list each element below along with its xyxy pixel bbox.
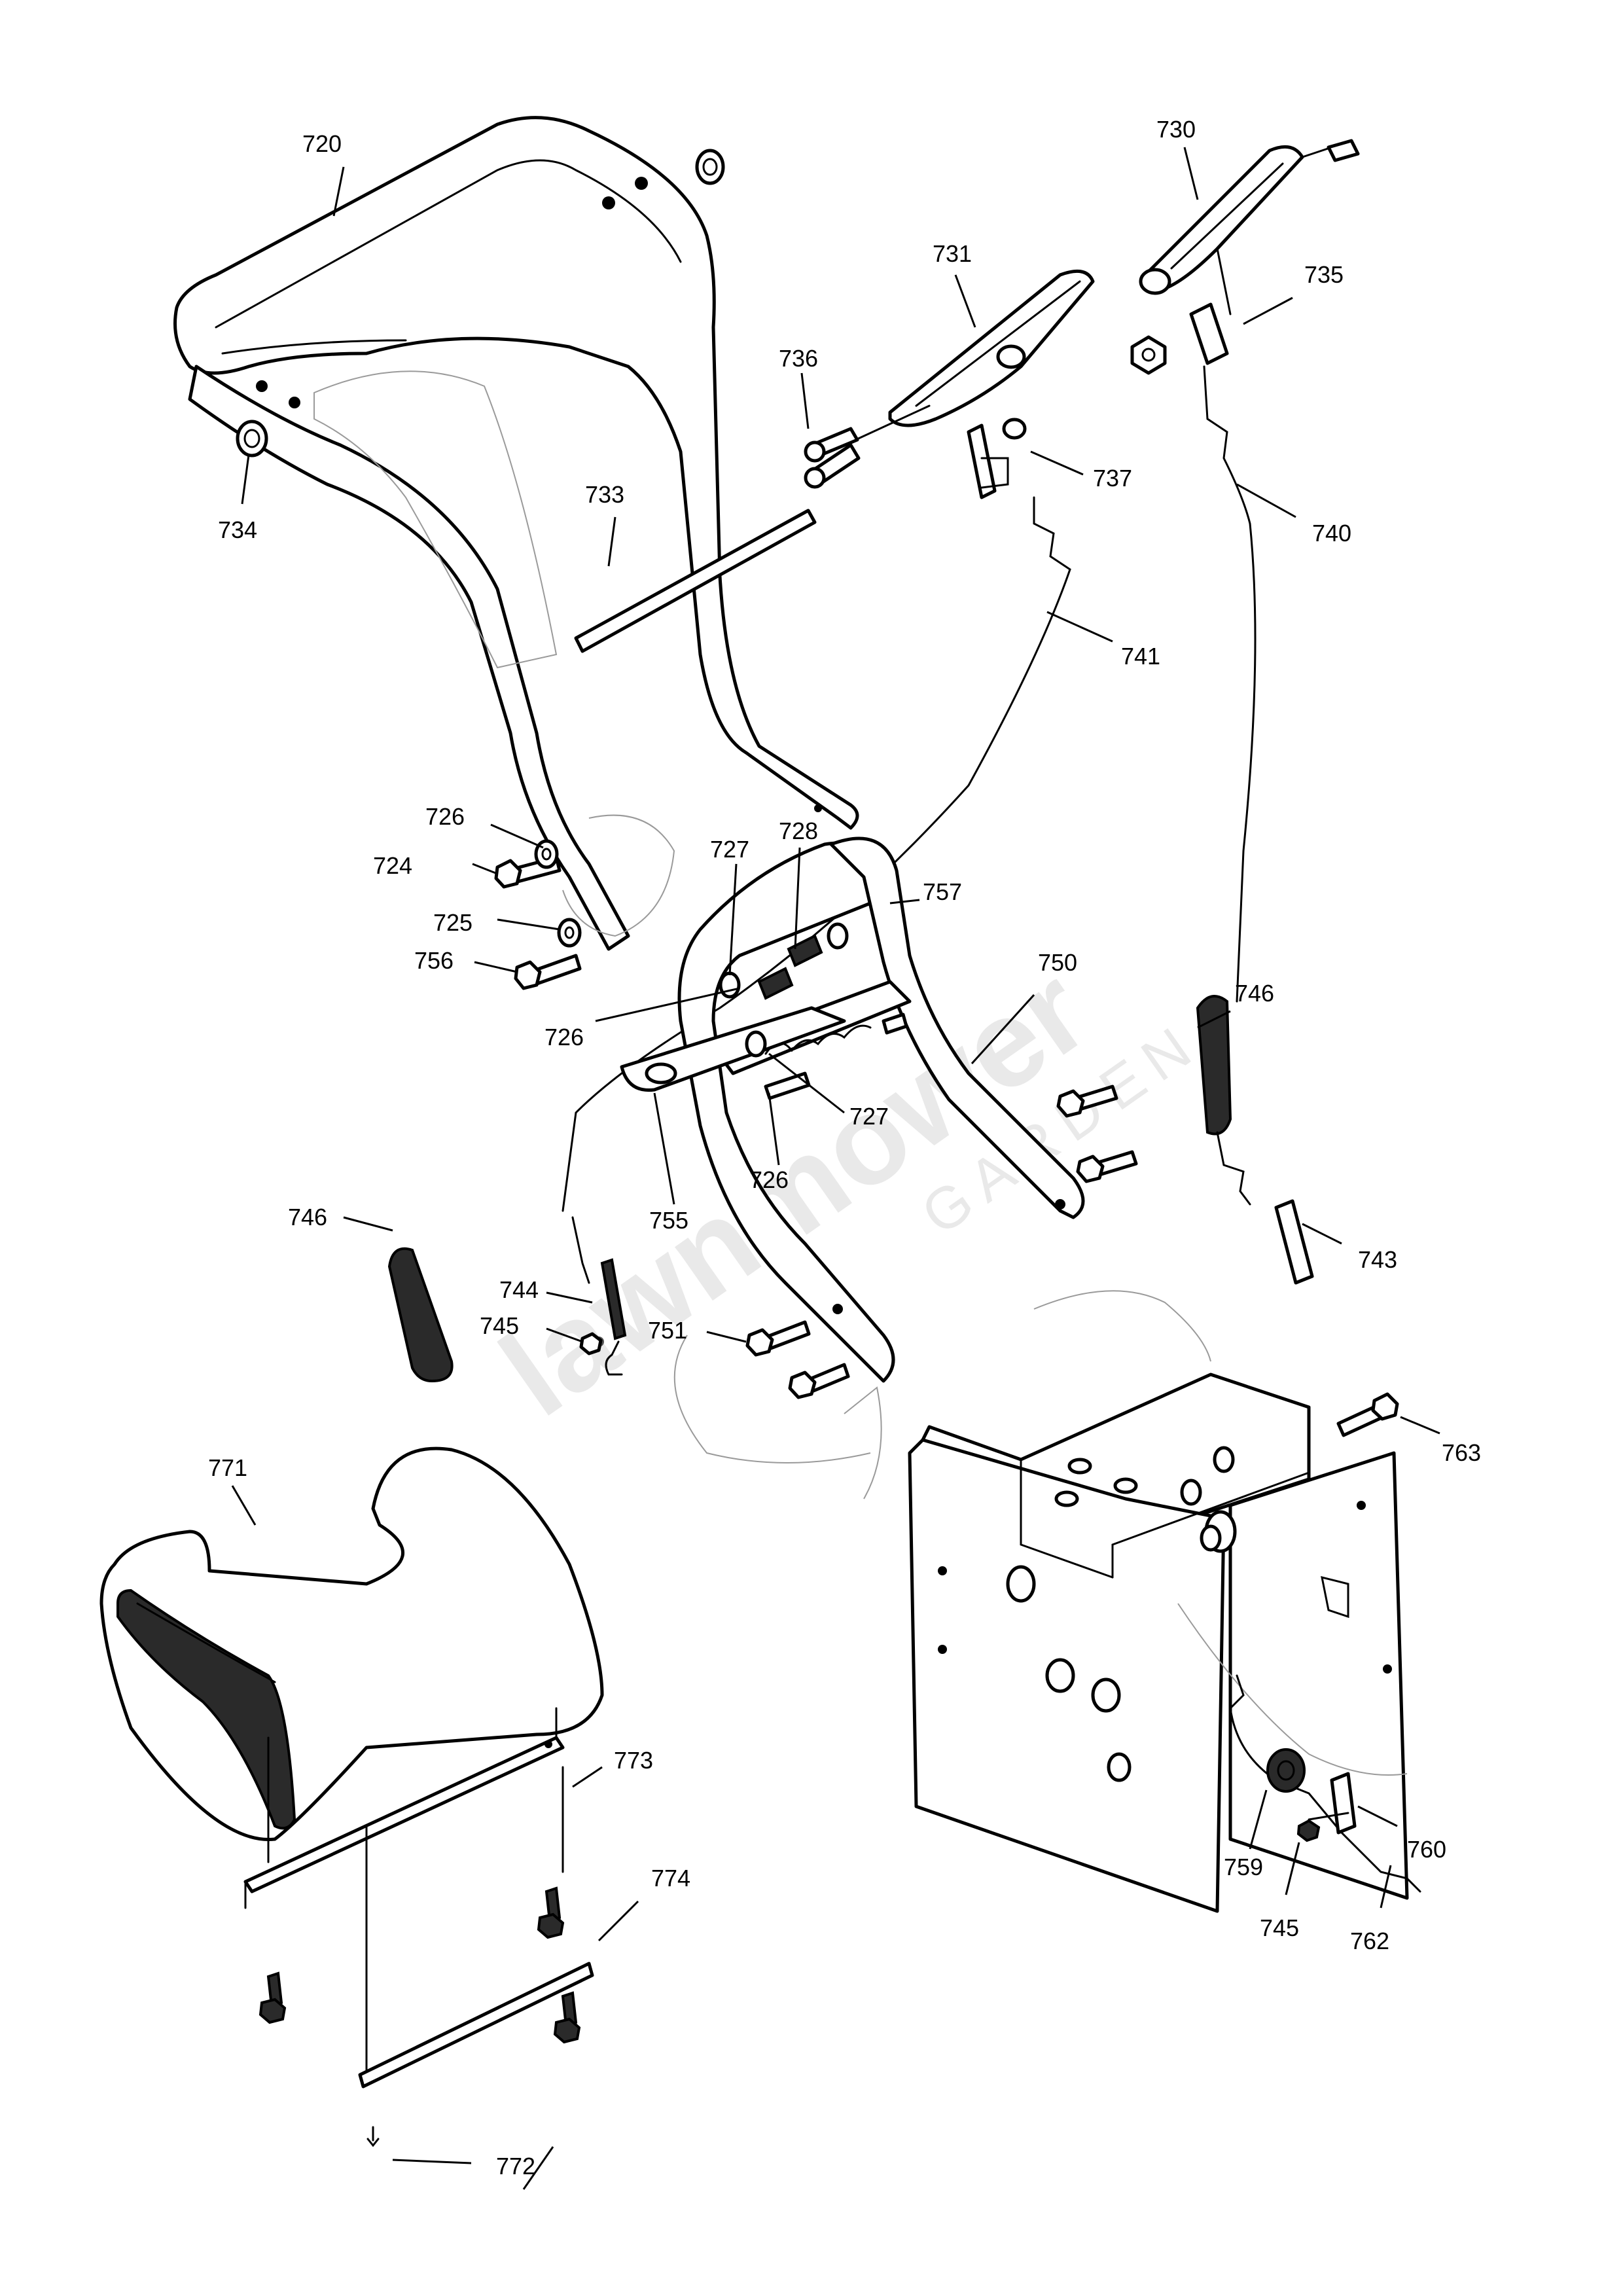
shield-771 bbox=[99, 1446, 604, 1842]
bracket-760 bbox=[1308, 1772, 1357, 1835]
label-755: 755 bbox=[649, 1207, 688, 1234]
label-734: 734 bbox=[218, 516, 257, 543]
rod-733 bbox=[574, 509, 817, 653]
label-771: 771 bbox=[208, 1454, 247, 1481]
upper-handle bbox=[173, 116, 859, 951]
chassis-frame bbox=[908, 1372, 1409, 1913]
label-773: 773 bbox=[614, 1747, 653, 1774]
knob-734 bbox=[236, 420, 268, 457]
label-724: 724 bbox=[373, 852, 412, 879]
clip-737 bbox=[967, 418, 1027, 499]
cable-740 bbox=[1203, 365, 1257, 1003]
label-726-top: 726 bbox=[425, 803, 465, 830]
bracket-735 bbox=[1189, 247, 1232, 365]
pulley-759 bbox=[1266, 1748, 1306, 1793]
label-735: 735 bbox=[1304, 261, 1344, 288]
label-743: 743 bbox=[1358, 1246, 1397, 1273]
ghost-outline-upper bbox=[313, 370, 675, 937]
lower-handle bbox=[677, 836, 1085, 1383]
label-762: 762 bbox=[1350, 1928, 1389, 1954]
label-756: 756 bbox=[414, 947, 454, 974]
ghost-outline-lower bbox=[673, 1290, 1408, 1776]
cable-762 bbox=[1229, 1674, 1421, 1893]
label-727-mid: 727 bbox=[849, 1103, 889, 1130]
label-772: 772 bbox=[496, 2153, 535, 2179]
label-745-upper: 745 bbox=[480, 1312, 519, 1339]
nut-735 bbox=[1130, 335, 1167, 375]
label-728: 728 bbox=[779, 817, 818, 844]
label-726-mid: 726 bbox=[544, 1024, 584, 1050]
label-727-top: 727 bbox=[710, 836, 749, 863]
screws-772 bbox=[259, 1886, 581, 2147]
leader-lines bbox=[231, 147, 1440, 2190]
cable-end-743 bbox=[1216, 1131, 1314, 1285]
label-751: 751 bbox=[648, 1317, 687, 1344]
control-lever-731 bbox=[843, 269, 1095, 446]
label-725: 725 bbox=[433, 909, 473, 936]
label-750: 750 bbox=[1038, 949, 1077, 976]
strip-773 bbox=[243, 1707, 565, 1909]
watermark: lawnmower GARDEN bbox=[477, 941, 1212, 1443]
bolt-751 bbox=[745, 1085, 1138, 1399]
spring-728 bbox=[757, 934, 823, 1000]
grip-746-left bbox=[387, 1247, 454, 1383]
label-740: 740 bbox=[1312, 520, 1351, 547]
label-741: 741 bbox=[1121, 643, 1160, 670]
grip-746-right bbox=[1196, 995, 1232, 1136]
label-736: 736 bbox=[779, 345, 818, 372]
knob-top bbox=[695, 149, 725, 185]
nut-745 bbox=[579, 1332, 603, 1355]
label-760: 760 bbox=[1407, 1836, 1446, 1863]
label-730: 730 bbox=[1156, 116, 1196, 143]
label-774: 774 bbox=[651, 1865, 690, 1892]
label-759: 759 bbox=[1224, 1854, 1263, 1880]
label-720: 720 bbox=[302, 130, 342, 157]
bolt-736 bbox=[804, 427, 861, 489]
bolt-756 bbox=[514, 954, 582, 990]
bolt-763 bbox=[1336, 1392, 1399, 1437]
control-lever-730 bbox=[1139, 139, 1360, 295]
label-745-lower: 745 bbox=[1260, 1914, 1299, 1941]
part-labels: 720 730 731 735 736 737 734 733 740 741 … bbox=[208, 116, 1481, 2179]
label-744: 744 bbox=[499, 1276, 539, 1303]
strip-774 bbox=[358, 1766, 594, 2089]
nut-745-lower bbox=[1296, 1819, 1321, 1842]
label-746-right: 746 bbox=[1235, 980, 1274, 1007]
label-763: 763 bbox=[1442, 1439, 1481, 1466]
label-746-left: 746 bbox=[288, 1204, 327, 1230]
label-731: 731 bbox=[933, 240, 972, 267]
label-733: 733 bbox=[585, 481, 624, 508]
label-737: 737 bbox=[1093, 465, 1132, 492]
label-726-low: 726 bbox=[749, 1166, 789, 1193]
washer-725 bbox=[557, 918, 582, 948]
label-757: 757 bbox=[923, 878, 962, 905]
